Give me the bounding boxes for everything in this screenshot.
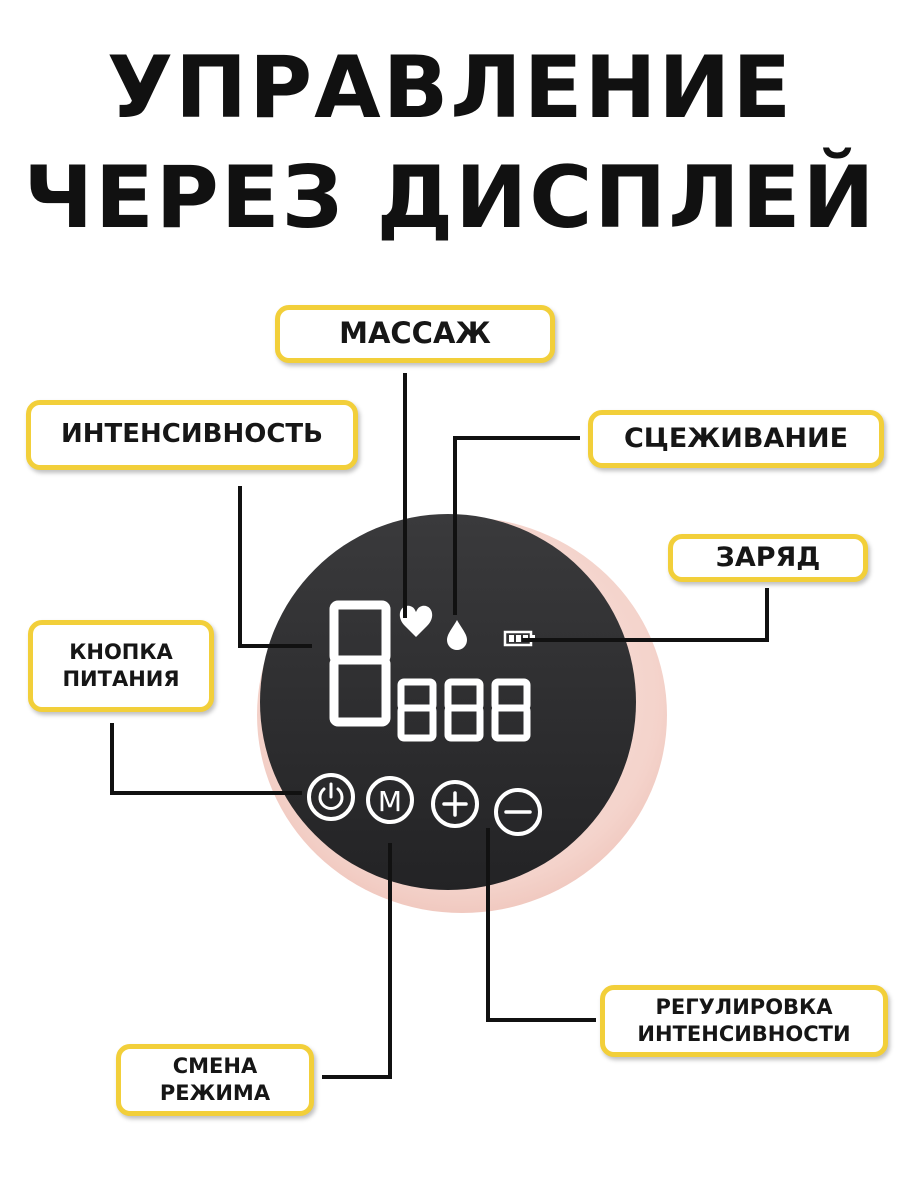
label-intensity: ИНТЕНСИВНОСТЬ <box>26 400 358 470</box>
label-expression: СЦЕЖИВАНИЕ <box>588 410 884 468</box>
small-digits <box>397 678 531 742</box>
label-charge-text: ЗАРЯД <box>715 542 821 574</box>
plus-button[interactable] <box>431 780 479 828</box>
leader-expression <box>453 436 580 615</box>
label-charge: ЗАРЯД <box>668 534 868 582</box>
leader-intensity <box>238 486 312 648</box>
label-power-button: КНОПКА ПИТАНИЯ <box>28 620 214 712</box>
label-mode-line1: СМЕНА <box>172 1053 258 1078</box>
label-massage-text: МАССАЖ <box>339 316 491 351</box>
title-line-2: ЧЕРЕЗ ДИСПЛЕЙ <box>23 148 877 248</box>
label-adjust-line2: ИНТЕНСИВНОСТИ <box>637 1022 851 1046</box>
label-intensity-adjust: РЕГУЛИРОВКА ИНТЕНСИВНОСТИ <box>600 985 888 1057</box>
label-adjust-line1: РЕГУЛИРОВКА <box>655 994 833 1019</box>
title-line-1: УПРАВЛЕНИЕ <box>106 38 794 138</box>
big-digit <box>329 600 391 727</box>
power-button[interactable] <box>307 773 355 821</box>
label-power-line2: ПИТАНИЯ <box>62 667 180 691</box>
power-icon <box>318 782 344 810</box>
drop-icon <box>447 620 467 650</box>
label-massage: МАССАЖ <box>275 305 555 363</box>
mode-button[interactable]: M <box>366 776 414 824</box>
mode-button-label: M <box>378 785 402 818</box>
label-power-line1: КНОПКА <box>69 639 173 664</box>
heart-icon <box>399 605 433 637</box>
label-expression-text: СЦЕЖИВАНИЕ <box>623 423 849 455</box>
leader-power <box>110 723 302 795</box>
label-intensity-text: ИНТЕНСИВНОСТЬ <box>61 419 323 450</box>
leader-charge <box>522 588 769 642</box>
minus-button[interactable] <box>494 788 542 836</box>
label-mode-change: СМЕНА РЕЖИМА <box>116 1044 314 1116</box>
leader-mode <box>322 843 392 1079</box>
plus-icon <box>442 791 468 817</box>
label-mode-line2: РЕЖИМА <box>159 1081 271 1105</box>
leader-adjust <box>486 828 596 1022</box>
